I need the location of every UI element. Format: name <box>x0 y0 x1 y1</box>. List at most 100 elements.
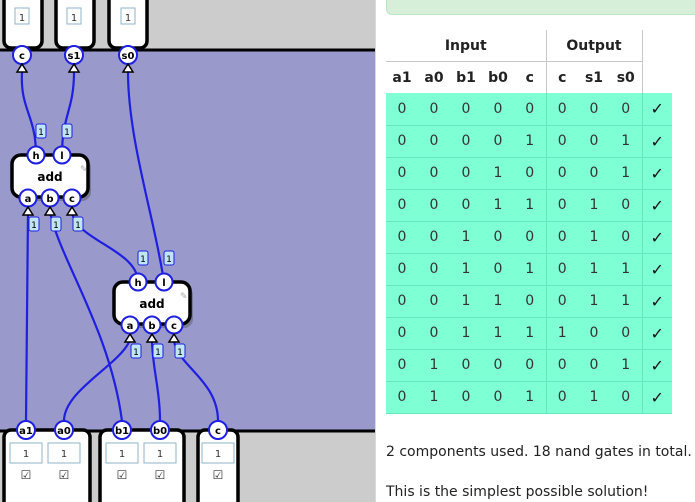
table-cell: 0 <box>418 93 450 126</box>
add-component-1-port-b-arrow <box>43 205 57 216</box>
add-component-1-a-value: 1 <box>31 221 37 231</box>
table-cell: 0 <box>546 157 578 190</box>
add-component-1[interactable]: add ✎ h l 1 1 a b c 1 1 1 <box>10 123 91 232</box>
input-pin-a0-checkbox[interactable]: ☑ <box>59 468 70 482</box>
input-group-a[interactable]: a1 1 ☑ a0 1 ☑ <box>2 420 92 502</box>
table-cell: 0 <box>386 157 418 190</box>
input-pin-c-label: c <box>215 426 221 437</box>
table-cell: 0 <box>386 381 418 414</box>
wire-a0-to-add2-a[interactable] <box>62 339 132 422</box>
table-cell: 0 <box>610 189 643 222</box>
add-component-2-port-l[interactable] <box>154 272 174 292</box>
wire-add1-l-to-out-s1[interactable] <box>60 71 76 156</box>
table-cell: 0 <box>386 285 418 318</box>
table-cell: 0 <box>546 189 578 222</box>
workspace-background <box>0 50 375 430</box>
table-cell: 1 <box>610 253 643 286</box>
add-component-1-port-h-label: h <box>32 151 39 162</box>
add-component-1-edit-icon[interactable]: ✎ <box>80 165 88 175</box>
add-component-1-l-value-tag <box>61 123 73 139</box>
add-component-1-port-b-label: b <box>46 194 53 205</box>
add-component-1-port-c-arrow <box>65 205 79 216</box>
table-cell: 0 <box>514 157 547 190</box>
input-pin-c[interactable] <box>208 420 228 440</box>
input-pin-a0[interactable] <box>54 420 74 440</box>
add-component-2-port-a-label: a <box>127 321 134 332</box>
add-component-1-port-h[interactable] <box>26 145 46 165</box>
table-cell: 0 <box>386 349 418 382</box>
table-cell: 1 <box>450 317 482 350</box>
add-component-1-port-c-label: c <box>69 194 75 205</box>
output-pin-s0[interactable]: 1 s0 <box>107 0 149 73</box>
table-cell: 1 <box>514 253 547 286</box>
output-pin-s1-label: s1 <box>68 51 81 62</box>
input-pin-a1-checkbox[interactable]: ☑ <box>21 468 32 482</box>
input-pin-c-value-box[interactable] <box>201 442 235 464</box>
table-cell: 0 <box>546 285 578 318</box>
wire-b0-to-add2-b[interactable] <box>150 339 162 422</box>
column-header: c <box>514 61 547 93</box>
table-cell: 1 <box>450 253 482 286</box>
input-pin-c-checkbox[interactable]: ☑ <box>213 468 224 482</box>
input-group-c[interactable]: c 1 ☑ <box>196 420 240 502</box>
add-component-1-b-value-tag <box>50 216 62 232</box>
table-cell: 1 <box>418 381 450 414</box>
input-pin-b0[interactable] <box>150 420 170 440</box>
table-cell: 0 <box>450 157 482 190</box>
add-component-2-edit-icon[interactable]: ✎ <box>180 292 188 302</box>
table-cell: 0 <box>578 93 610 126</box>
input-group-header: Input <box>386 30 547 62</box>
table-cell: 0 <box>418 317 450 350</box>
output-pin-s1[interactable]: 1 s1 <box>54 0 96 73</box>
column-header: a1 <box>392 69 412 86</box>
column-header: s0 <box>610 61 643 93</box>
table-cell: 0 <box>514 221 547 254</box>
output-pin-s0-label: s0 <box>122 51 135 62</box>
input-pin-a0-value-box[interactable] <box>47 442 81 464</box>
add-component-2-port-h[interactable] <box>128 272 148 292</box>
input-pin-b0-value-box[interactable] <box>143 442 177 464</box>
table-cell: 0 <box>482 349 514 382</box>
wire-a1-to-add1-a[interactable] <box>24 211 30 422</box>
input-pin-b1-checkbox[interactable]: ☑ <box>117 468 128 482</box>
add-component-2-c-value: 1 <box>177 348 183 358</box>
input-pin-b1-value: 1 <box>119 449 125 460</box>
input-pin-b1-value-box[interactable] <box>105 442 139 464</box>
add-component-1-h-value-tag <box>35 123 47 139</box>
circuit-canvas[interactable]: 1 c 1 s1 1 s0 add ✎ h l 1 1 a <box>0 0 375 502</box>
row-check-icon: ✓ <box>642 349 672 382</box>
row-check-icon: ✓ <box>642 381 672 414</box>
table-cell: 0 <box>450 93 482 126</box>
wire-add2-l-to-out-s0[interactable] <box>126 71 166 283</box>
input-pin-b0-checkbox[interactable]: ☑ <box>155 468 166 482</box>
table-cell: 0 <box>546 253 578 286</box>
add-component-1-label: add <box>37 170 62 184</box>
table-cell: 0 <box>386 125 418 158</box>
table-cell: 0 <box>386 253 418 286</box>
input-pin-a1[interactable] <box>16 420 36 440</box>
output-pin-c[interactable]: 1 c <box>2 0 44 73</box>
add-component-2-port-c-label: c <box>171 321 177 332</box>
add-component-2[interactable]: add ✎ h l 1 1 a b c 1 1 1 <box>112 250 193 359</box>
table-cell: 1 <box>514 125 547 158</box>
add-component-2-l-value: 1 <box>166 255 172 265</box>
row-check-icon: ✓ <box>642 189 672 222</box>
wire-add1-h-to-out-c[interactable] <box>20 71 38 156</box>
add-component-2-port-l-label: l <box>162 278 165 289</box>
input-group-b[interactable]: b1 1 ☑ b0 1 ☑ <box>98 420 186 502</box>
input-pin-a1-value-box[interactable] <box>9 442 43 464</box>
row-check-icon: ✓ <box>642 93 672 126</box>
success-banner <box>386 0 695 15</box>
add-component-2-c-value-tag <box>174 343 186 359</box>
add-component-2-port-h-label: h <box>134 278 141 289</box>
output-pin-c-label: c <box>19 51 25 62</box>
table-cell: 0 <box>578 349 610 382</box>
input-pin-b1[interactable] <box>112 420 132 440</box>
add-component-1-port-l[interactable] <box>52 145 72 165</box>
row-check-icon: ✓ <box>642 125 672 158</box>
components-summary: 2 components used. 18 nand gates in tota… <box>386 444 692 460</box>
